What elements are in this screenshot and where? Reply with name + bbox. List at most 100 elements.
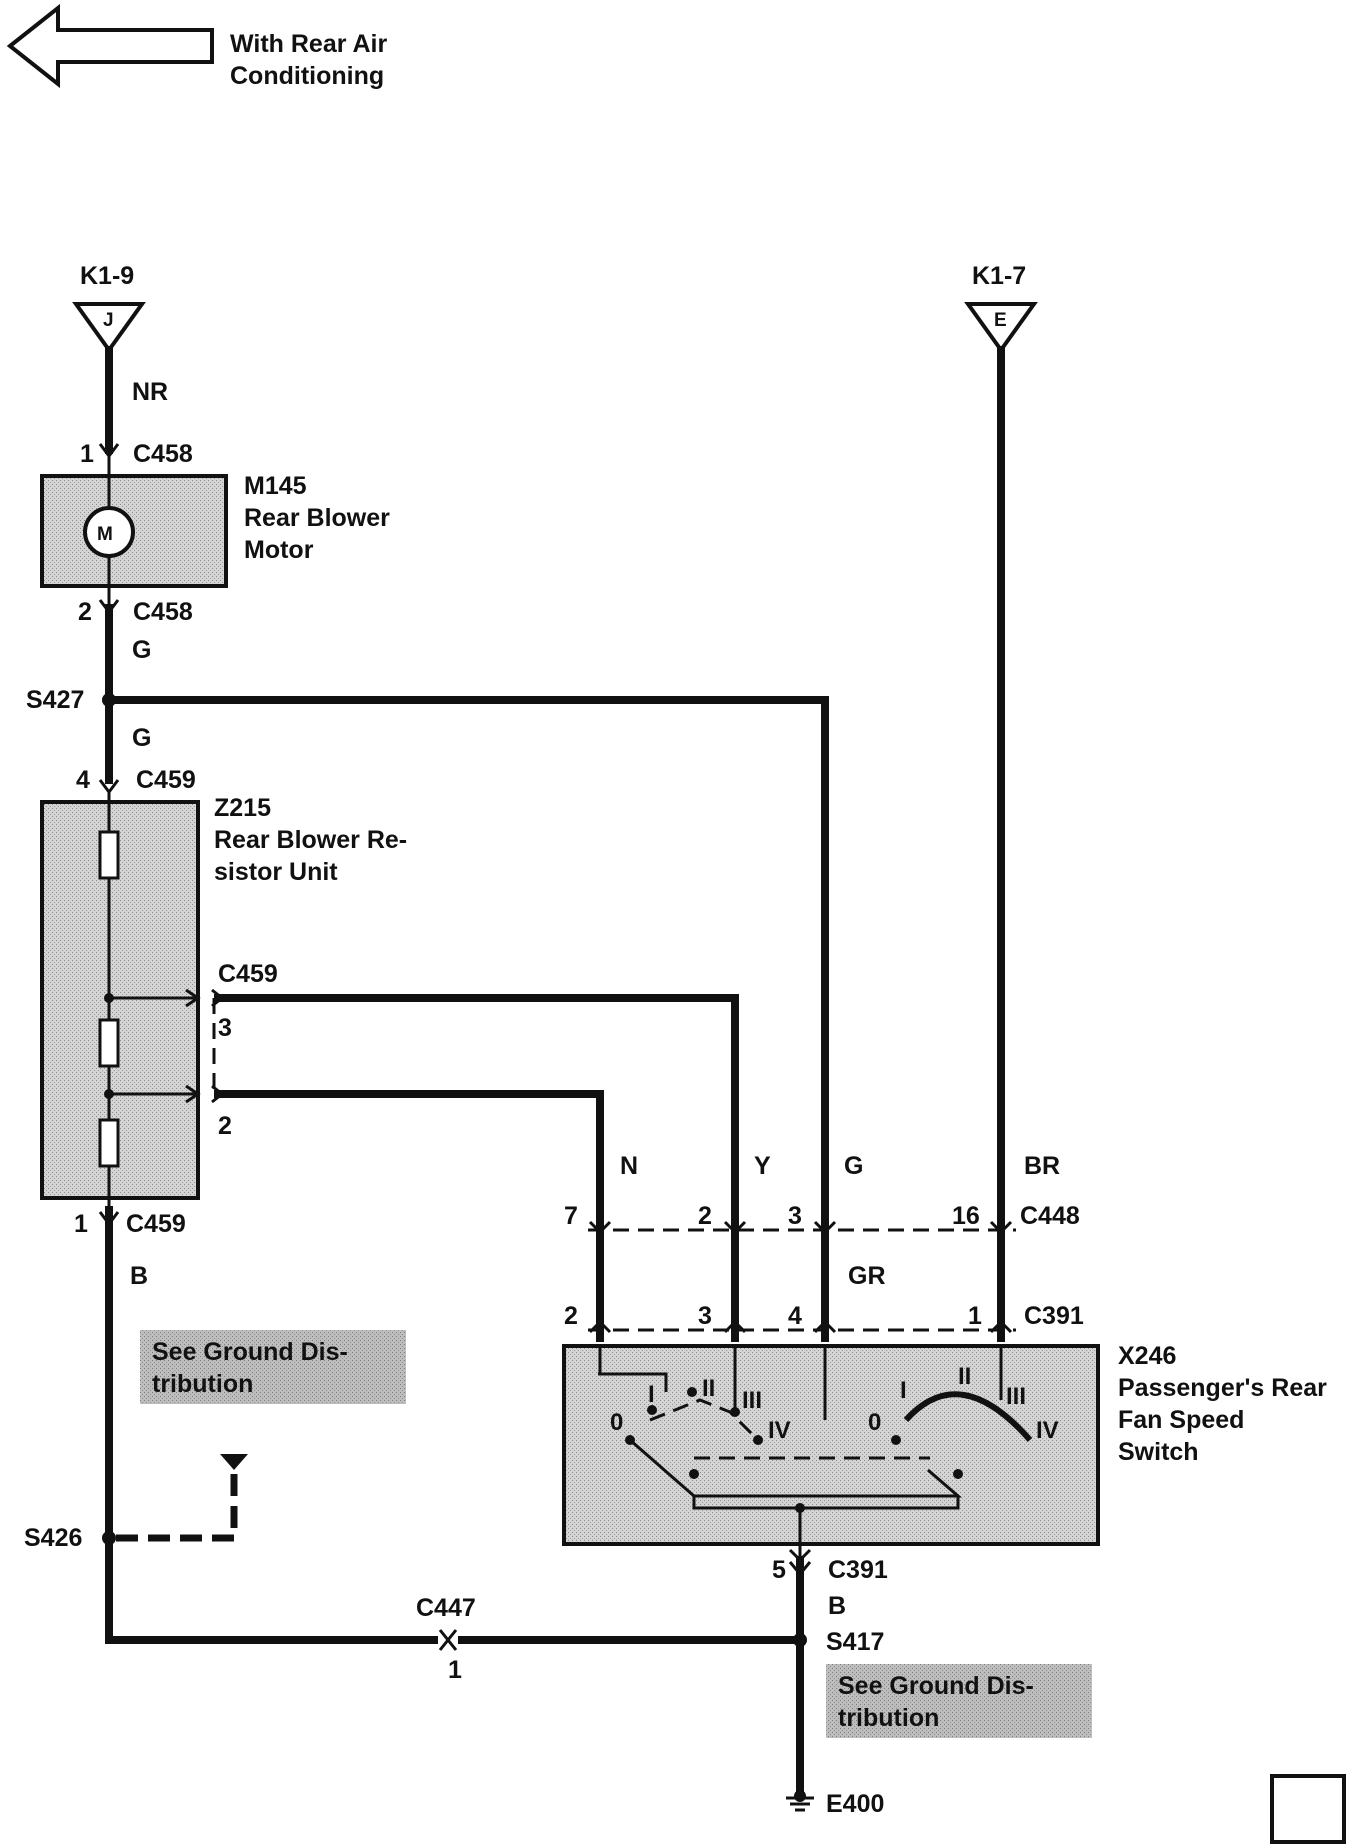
c459-side-label: C459 (218, 960, 278, 988)
switch-right-pivot (891, 1435, 901, 1445)
c448-pin-3-label: 3 (788, 1202, 802, 1230)
connector-k1-9-letter: J (103, 310, 114, 331)
c448-pin-16-label: 16 (952, 1202, 980, 1230)
wire-g-label-3: G (844, 1152, 863, 1180)
ground-note-left-line1: See Ground Dis- (152, 1338, 348, 1366)
wire-g-label-1: G (132, 636, 151, 664)
c459-pin-1-label: 1 (74, 1210, 88, 1238)
splice-s426-dot (102, 1531, 116, 1545)
switch-left-contact-i (647, 1405, 657, 1415)
switch-right-pos-0: 0 (868, 1409, 881, 1436)
connector-k1-7-triangle-icon (964, 302, 1038, 354)
wire-n-label: N (620, 1152, 638, 1180)
c447-label: C447 (416, 1594, 476, 1622)
ground-e400-label: E400 (826, 1790, 884, 1818)
direction-arrow-icon (6, 3, 214, 89)
c458-pin-1-label: 1 (80, 440, 94, 468)
c458-top-label: C458 (133, 440, 193, 468)
c459-pin-4-label: 4 (76, 766, 90, 794)
switch-left-contact-iii (730, 1407, 740, 1417)
c391-bottom-label: C391 (828, 1556, 888, 1584)
connector-k1-9-triangle-icon (72, 302, 146, 354)
switch-left-pos-iii: III (742, 1387, 762, 1414)
arrow-label-line1: With Rear Air (230, 30, 387, 58)
switch-name-line3: Switch (1118, 1438, 1199, 1466)
switch-left-pos-ii: II (702, 1375, 715, 1402)
c459-pin-3-label: 3 (218, 1014, 232, 1042)
c391-pin-markers (588, 1319, 1013, 1334)
switch-right-pos-ii: II (958, 1363, 971, 1390)
resistor-name-line2: sistor Unit (214, 858, 338, 886)
page-corner-box (1270, 1774, 1346, 1844)
c391-pin-5-label: 5 (772, 1556, 786, 1584)
switch-left-common (689, 1469, 699, 1479)
resistor-name-line1: Rear Blower Re- (214, 826, 407, 854)
switch-internal-wiring (598, 1346, 1033, 1560)
resistor-tap-arrows (185, 988, 201, 1104)
c391-pin-5-marker (788, 1561, 812, 1577)
wire-nr-label: NR (132, 378, 168, 406)
switch-id: X246 (1118, 1342, 1176, 1370)
c458-bottom-label: C458 (133, 598, 193, 626)
c447-pin-1-label: 1 (448, 1656, 462, 1684)
connector-k1-7-letter: E (994, 310, 1007, 331)
switch-right-pos-i: I (900, 1377, 907, 1404)
splice-s426-label: S426 (24, 1524, 82, 1552)
rear-blower-resistor-unit-box (40, 800, 200, 1200)
connector-k1-9-label: K1-9 (80, 262, 134, 290)
motor-id: M145 (244, 472, 307, 500)
resistor-tap-dot-1 (104, 993, 114, 1003)
c458-pin-2-label: 2 (78, 598, 92, 626)
wire-g-to-switch (105, 696, 829, 1232)
switch-left-pos-0: 0 (610, 1409, 623, 1436)
c447-inline-connector-icon (438, 1629, 458, 1651)
switch-right-pos-iii: III (1006, 1383, 1026, 1410)
wire-y-label: Y (754, 1152, 771, 1180)
c459-bottom-label: C459 (126, 1210, 186, 1238)
resistor-3-icon (98, 1118, 120, 1168)
motor-name-line1: Rear Blower (244, 504, 390, 532)
splice-s427-dot (102, 693, 116, 707)
switch-left-contact-iv (753, 1435, 763, 1445)
wire-br-label: BR (1024, 1152, 1060, 1180)
fan-speed-switch-box (562, 1344, 1100, 1546)
switch-right-common (953, 1469, 963, 1479)
c458-pin-2-marker (98, 599, 120, 615)
c391-pin-3-label: 3 (698, 1302, 712, 1330)
ground-note-right-box (826, 1664, 1092, 1738)
switch-name-line1: Passenger's Rear (1118, 1374, 1327, 1402)
wire-b-left (105, 1206, 800, 1644)
c391-pin-2-label: 2 (564, 1302, 578, 1330)
wire-g-label-2: G (132, 724, 151, 752)
c448-pin-markers (588, 1220, 1013, 1235)
c459-top-label: C459 (136, 766, 196, 794)
splice-s417-label: S417 (826, 1628, 884, 1656)
motor-m-icon (83, 506, 135, 558)
switch-name-line2: Fan Speed (1118, 1406, 1244, 1434)
switch-left-pos-i: I (648, 1381, 655, 1408)
resistor-1-icon (98, 830, 120, 880)
ground-branch-wire (116, 1470, 238, 1542)
resistor-id: Z215 (214, 794, 271, 822)
c448-label: C448 (1020, 1202, 1080, 1230)
wire-n (214, 1090, 604, 1342)
wire-b-left-label: B (130, 1262, 148, 1290)
ground-branch-arrow-icon (220, 1454, 248, 1470)
arrow-label-line2: Conditioning (230, 62, 384, 90)
ground-note-right-line2: tribution (838, 1704, 939, 1732)
wire-y (214, 994, 739, 1342)
resistor-2-icon (98, 1018, 120, 1068)
wire-b-right-label: B (828, 1592, 846, 1620)
resistor-tap-dot-2 (104, 1089, 114, 1099)
c448-pin-2-label: 2 (698, 1202, 712, 1230)
wire-gr-label: GR (848, 1262, 886, 1290)
c459-pin-2-label: 2 (218, 1112, 232, 1140)
connector-k1-7-label: K1-7 (972, 262, 1026, 290)
switch-output-arrow (788, 1548, 812, 1563)
c391-pin-4-label: 4 (788, 1302, 802, 1330)
switch-left-pivot (625, 1435, 635, 1445)
resistor-tap-wires (109, 996, 198, 1096)
ground-note-left-box (140, 1330, 406, 1404)
switch-left-pos-iv: IV (768, 1417, 791, 1444)
